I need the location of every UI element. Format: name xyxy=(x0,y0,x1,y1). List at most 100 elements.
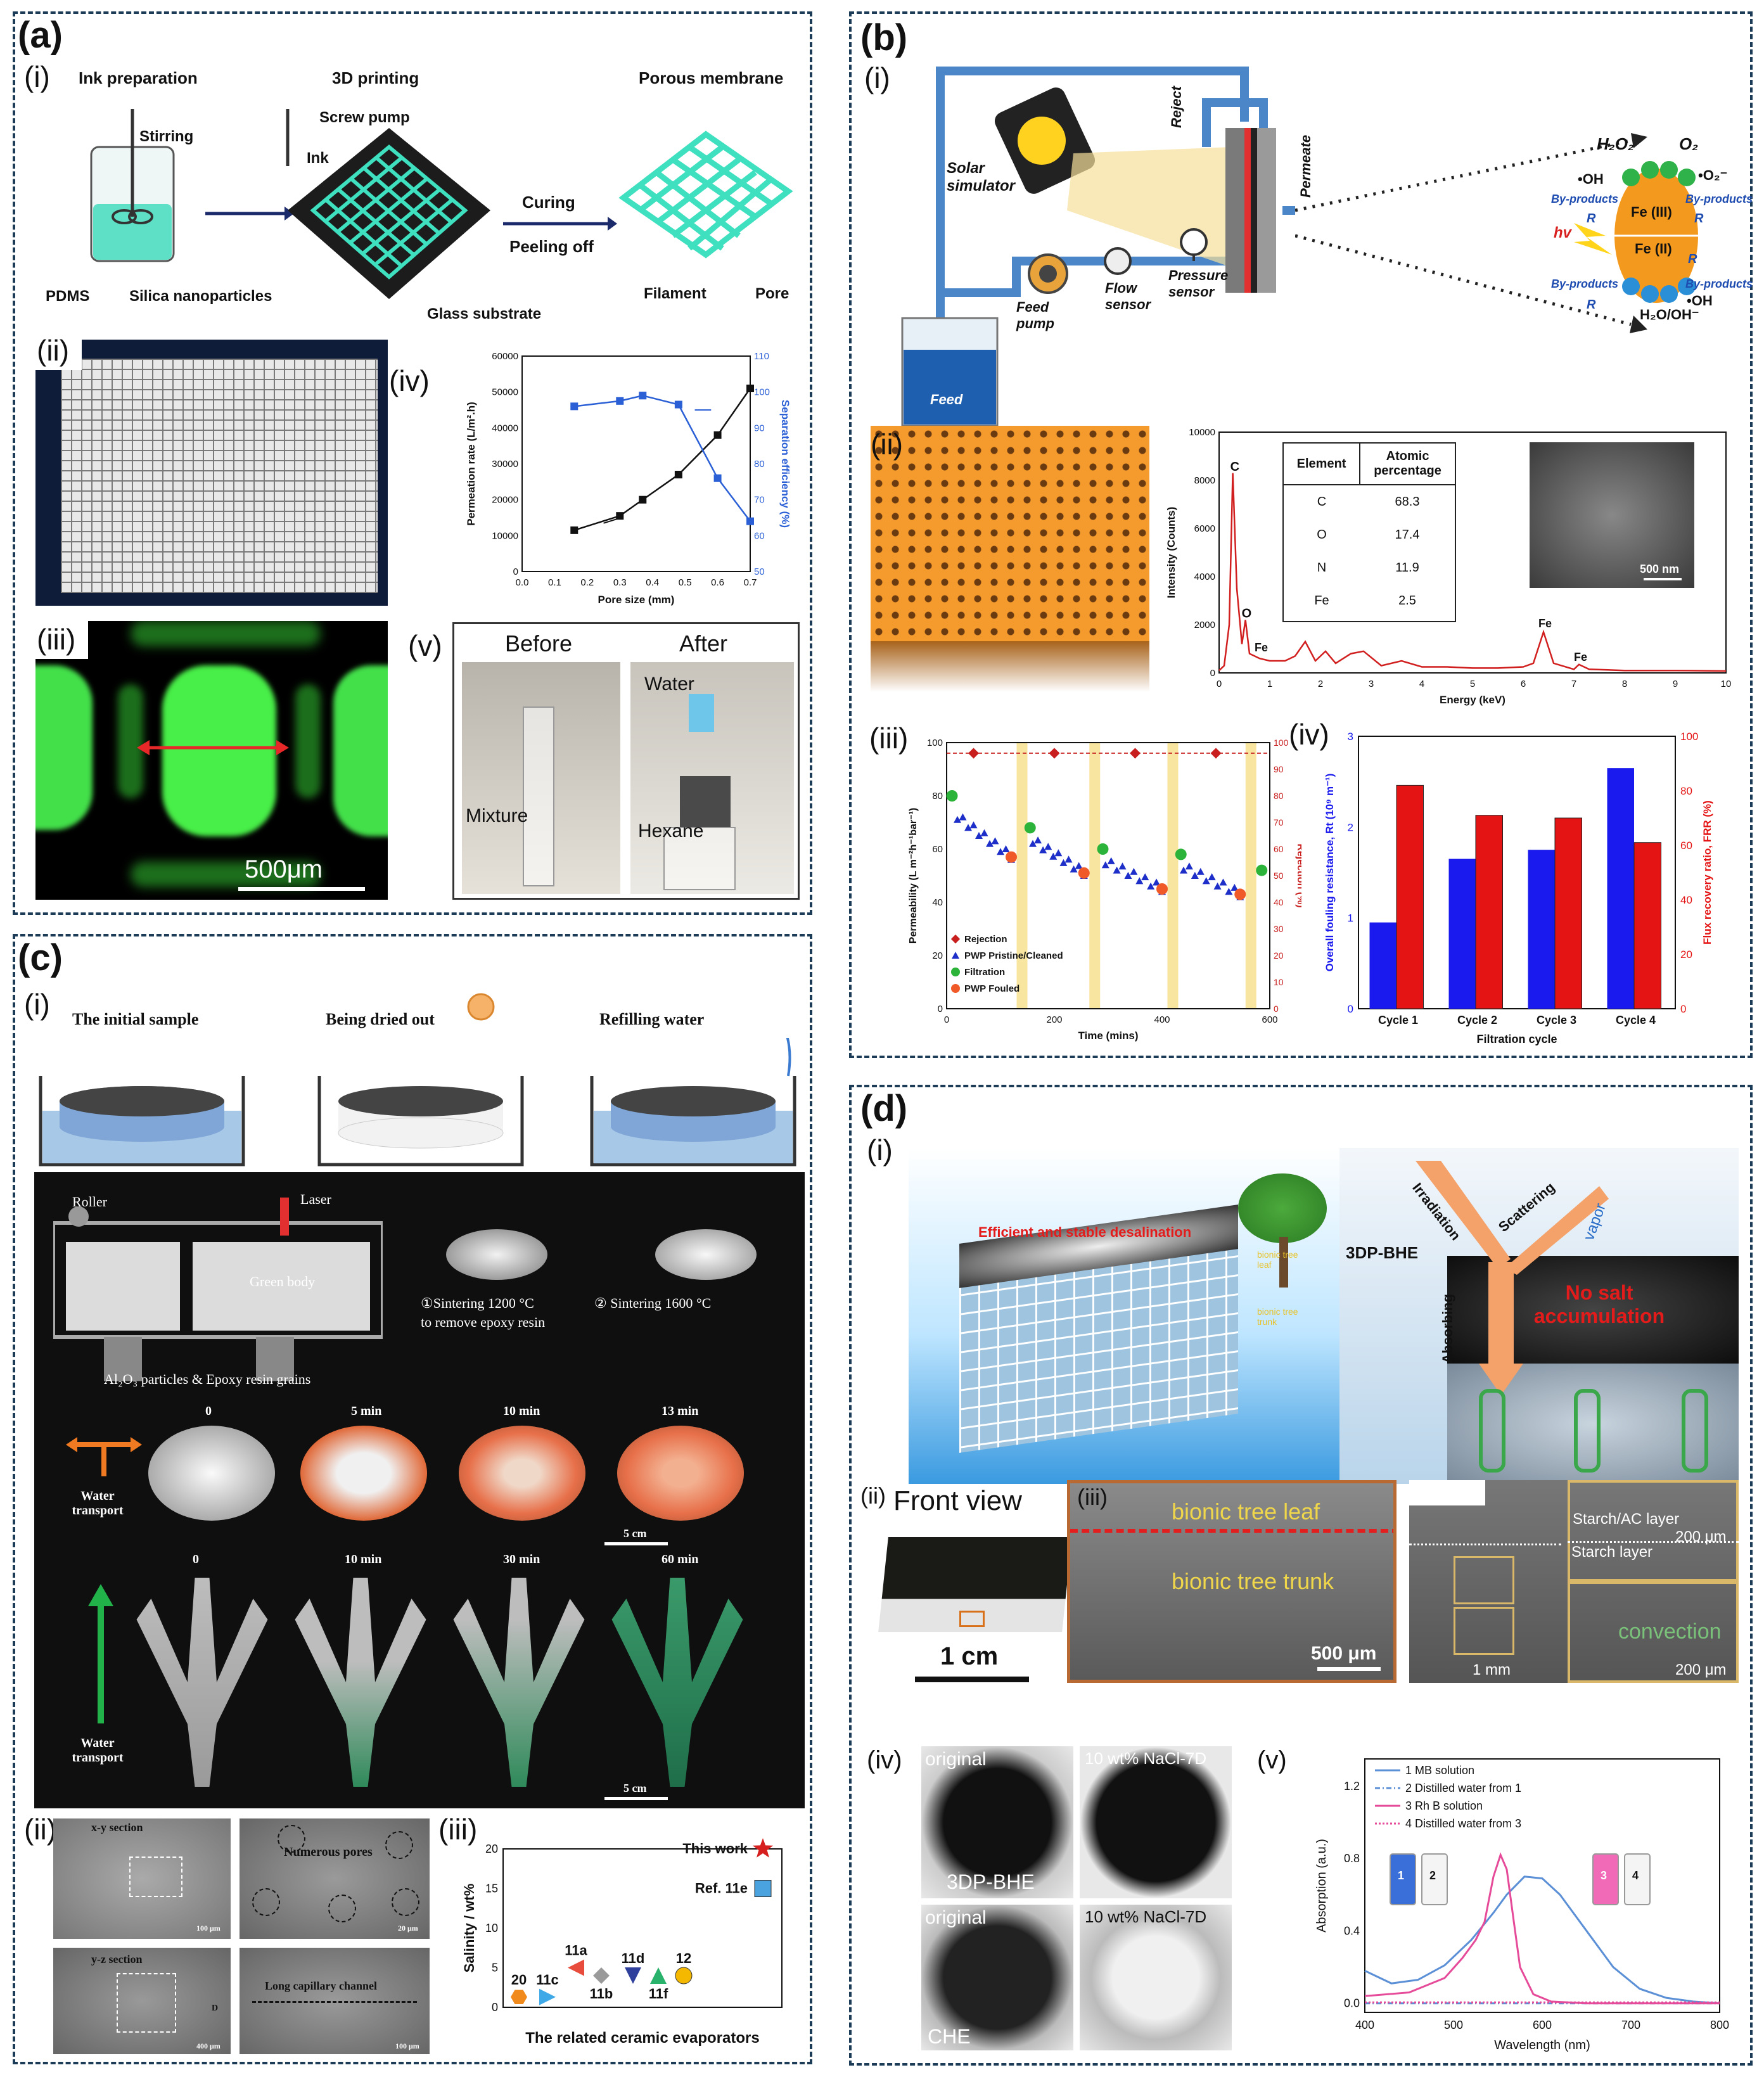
point-label: This work xyxy=(682,1841,748,1857)
y-axis-label: Overall fouling resistance, Rt (10⁹ m⁻¹) xyxy=(1324,774,1336,972)
x-tick-label: 400 xyxy=(1355,2019,1374,2031)
filtration-point xyxy=(1024,822,1036,834)
legend-label: 3 Rh B solution xyxy=(1405,1799,1483,1812)
pwp-point xyxy=(975,832,983,839)
pwp-point xyxy=(991,837,999,845)
pwp-point xyxy=(1054,849,1063,857)
panel-d-iii-label: (iii) xyxy=(1077,1484,1108,1510)
sem-capillary: Long capillary channel 100 μm xyxy=(240,1948,430,2054)
x-tick-label: 0.4 xyxy=(646,577,659,588)
y2-tick-label: 40 xyxy=(1680,894,1692,906)
vial-label: 1 xyxy=(1398,1869,1404,1882)
pwp-point xyxy=(1049,852,1058,860)
fe-catalyst-diagram xyxy=(1574,161,1698,303)
refill-label: Refilling water xyxy=(599,1010,705,1028)
sample-vial xyxy=(1624,1853,1651,1905)
y2-tick-label: 80 xyxy=(754,459,765,470)
data-point xyxy=(616,512,624,520)
fouling-bar xyxy=(1448,859,1476,1009)
data-point xyxy=(675,1967,693,1984)
glass-substrate-label: Glass substrate xyxy=(427,305,542,323)
edx-peak-fe-1: Fe xyxy=(1255,641,1268,654)
y2-tick-label: 100 xyxy=(1680,731,1698,743)
y-tick-label: 3 xyxy=(1348,731,1353,743)
plot-frame xyxy=(521,355,751,572)
x-tick-label: 9 xyxy=(1673,679,1678,689)
byproducts-label-1: By-products xyxy=(1551,193,1619,205)
y-axis-label: Permeability (L m⁻²h⁻¹bar⁻¹) xyxy=(908,808,919,943)
pwp-point xyxy=(1225,888,1233,895)
panel-b-i-label: (i) xyxy=(864,61,890,94)
y-tick-label: 30000 xyxy=(492,459,518,470)
arrow-right-icon xyxy=(205,207,294,220)
panel-a-iii-label: (iii) xyxy=(24,620,89,659)
vial-label: 2 xyxy=(1429,1869,1436,1882)
plot-frame xyxy=(946,742,1270,1009)
before-label: Before xyxy=(505,630,573,656)
y2-tick-label: 50 xyxy=(754,566,765,577)
panel-c-ii-label: (ii) xyxy=(24,1813,57,1846)
r-label-1: R xyxy=(1587,212,1596,226)
leaf-label: bionic tree leaf xyxy=(1257,1249,1298,1270)
x-tick-label: 0.6 xyxy=(711,577,724,588)
legend-label: Rejection xyxy=(964,934,1007,945)
sintering-1-label: ①Sintering 1200 °C xyxy=(421,1295,534,1311)
scale-500um-d: 500 μm xyxy=(1311,1643,1377,1664)
x-tick-label: 2 xyxy=(1318,679,1323,689)
y-axis-label: Absorption (a.u.) xyxy=(1315,1839,1329,1933)
data-point xyxy=(625,1967,641,1984)
dish-che-nacl: 10 wt% NaCl-7D xyxy=(1080,1905,1232,2050)
byproducts-label-2: By-products xyxy=(1685,193,1753,205)
scale-5cm-2: 5 cm xyxy=(623,1782,647,1794)
panel-c-i-label: (i) xyxy=(24,988,50,1021)
trunk-label: bionic tree trunk xyxy=(1257,1307,1298,1327)
cleaning-window xyxy=(1089,743,1101,1009)
porous-membrane-illustration xyxy=(618,131,793,259)
data-point xyxy=(639,495,647,504)
category-label: Cycle 1 xyxy=(1378,1014,1418,1026)
frr-bar xyxy=(1396,784,1424,1009)
point-label: 11a xyxy=(565,1943,587,1959)
sintering-2-label: ② Sintering 1600 °C xyxy=(594,1295,712,1311)
printing-process-box: Roller Laser Green body ①Sintering 1200 … xyxy=(34,1172,805,1808)
fouled-point xyxy=(1156,883,1168,895)
panel-a-v-label: (v) xyxy=(408,629,442,662)
pwp-point xyxy=(1202,877,1210,885)
y2-axis-label: Rejection (%) xyxy=(1295,843,1301,907)
y-tick-label: 0 xyxy=(1348,1003,1353,1015)
step-porous-membrane: Porous membrane xyxy=(639,68,784,87)
pwp-point xyxy=(1130,867,1138,875)
flow-sensor-label: Flow sensor xyxy=(1105,280,1151,312)
x-tick-label: 200 xyxy=(1046,1014,1062,1025)
pwp-point xyxy=(1180,866,1187,874)
data-point xyxy=(746,517,754,525)
sample-vial xyxy=(1592,1853,1619,1905)
cross-section-sem: bionic tree leaf bionic tree trunk 500 μ… xyxy=(1067,1480,1396,1683)
data-point xyxy=(570,526,578,534)
y-tick-label: 40000 xyxy=(492,423,518,433)
panel-c: (c) (i) The initial sample Being dried o… xyxy=(13,934,812,2064)
pwp-point xyxy=(1191,872,1199,879)
point-label: 11f xyxy=(649,1986,668,2002)
panel-a: (a) (i) Ink preparation 3D printing Poro… xyxy=(13,11,812,915)
rejection-point xyxy=(968,748,979,759)
stirring-label: Stirring xyxy=(139,128,194,145)
edx-peak-fe-3: Fe xyxy=(1574,651,1587,663)
pwp-point xyxy=(1039,846,1047,853)
particles-label: Al₂O₃ particles & Epoxy resin grains xyxy=(104,1371,311,1387)
y-tick-label: 0 xyxy=(938,1004,943,1014)
y-tick-label: 20 xyxy=(485,1843,498,1855)
solar-simulator-label: Solar simulator xyxy=(947,160,1016,195)
sem-pores: Numerous pores 20 μm xyxy=(240,1818,430,1939)
pwp-point xyxy=(1230,883,1239,891)
panel-d-i-label: (i) xyxy=(867,1134,893,1166)
filtration-point xyxy=(1256,864,1268,876)
point-label: 11d xyxy=(622,1950,645,1966)
series-line xyxy=(1364,1876,1720,2005)
screw-pump-label: Screw pump xyxy=(319,109,410,126)
y2-tick-label: 20 xyxy=(1274,950,1284,961)
point-label: 11b xyxy=(590,1986,613,2002)
